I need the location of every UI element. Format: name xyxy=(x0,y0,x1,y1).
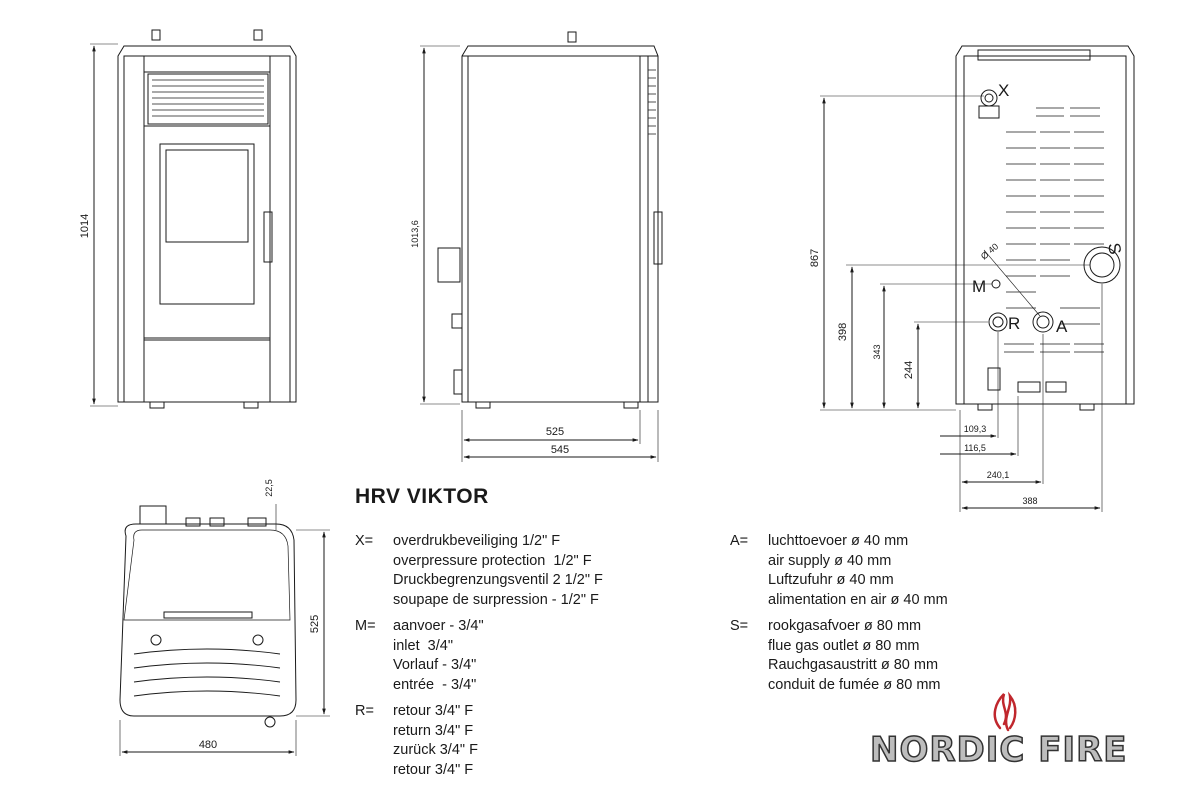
legend-line: Vorlauf - 3/4" xyxy=(393,657,477,673)
dim-back-116: 116,5 xyxy=(964,443,986,453)
label-x: X xyxy=(998,81,1009,100)
legend-line: overpressure protection 1/2" F xyxy=(393,552,592,569)
dim-top-225: 22,5 xyxy=(264,479,274,497)
legend-line: conduit de fumée ø 80 mm xyxy=(768,676,941,693)
dim-back-867: 867 xyxy=(809,249,821,267)
legend-left: X= overdrukbeveiliging 1/2" F overpressure… xyxy=(355,532,603,787)
dim-top-depth: 525 xyxy=(309,615,321,633)
legend-line: soupape de surpression - 1/2" F xyxy=(393,591,599,608)
legend-line: alimentation en air ø 40 mm xyxy=(768,591,948,608)
flame-icon xyxy=(993,691,1017,732)
dim-front-height: 1014 xyxy=(79,214,91,238)
legend-line: Luftzufuhr ø 40 mm xyxy=(768,572,894,588)
dim-back-388: 388 xyxy=(1022,496,1037,506)
label-r: R xyxy=(1008,314,1020,333)
dim-back-398: 398 xyxy=(837,323,849,341)
legend-right: A= luchttoevoer ø 40 mm air supply ø 40 mm… xyxy=(730,532,948,702)
legend-line: Druckbegrenzungsventil 2 1/2" F xyxy=(393,572,603,588)
legend-line: flue gas outlet ø 80 mm xyxy=(768,637,920,654)
label-m: M xyxy=(972,277,986,296)
legend-key: R= xyxy=(355,703,374,719)
legend-line: retour 3/4" F xyxy=(393,761,474,778)
brand-logo-text: NORDIC FIRE xyxy=(869,729,1128,771)
dim-side-depth-outer: 545 xyxy=(551,444,569,456)
dim-back-240: 240,1 xyxy=(987,470,1010,480)
legend-lines: retour 3/4" F return 3/4" F zurück 3/4" F r… xyxy=(393,702,478,780)
dim-back-343: 343 xyxy=(872,344,882,359)
legend-key: X= xyxy=(355,533,374,549)
legend-line: zurück 3/4" F xyxy=(393,742,478,758)
legend-line: entrée - 3/4" xyxy=(393,676,477,693)
product-title: HRV VIKTOR xyxy=(355,485,489,508)
legend-line: luchttoevoer ø 40 mm xyxy=(768,533,909,549)
legend-line: air supply ø 40 mm xyxy=(768,552,892,569)
legend-key: A= xyxy=(730,533,749,549)
legend-item: M= aanvoer - 3/4" inlet 3/4" Vorlauf - 3/4"… xyxy=(355,617,603,695)
legend-lines: luchttoevoer ø 40 mm air supply ø 40 mm Lu… xyxy=(768,532,948,610)
dim-back-244: 244 xyxy=(903,361,915,379)
legend-line: retour 3/4" F xyxy=(393,703,474,719)
legend-line: inlet 3/4" xyxy=(393,637,453,654)
label-diameter-40: Ø 40 xyxy=(979,241,1000,261)
legend-line: overdrukbeveiliging 1/2" F xyxy=(393,533,561,549)
legend-line: Rauchgasaustritt ø 80 mm xyxy=(768,657,939,673)
legend-item: S= rookgasafvoer ø 80 mm flue gas outlet ø… xyxy=(730,617,948,695)
dim-back-109: 109,3 xyxy=(964,424,987,434)
back-view xyxy=(820,45,1135,512)
dim-top-width: 480 xyxy=(199,739,217,751)
side-view xyxy=(420,31,663,462)
label-s: S xyxy=(1104,241,1125,255)
legend-lines: overdrukbeveiliging 1/2" F overpressure p… xyxy=(393,532,603,610)
legend-item: R= retour 3/4" F return 3/4" F zurück 3/4" … xyxy=(355,702,603,780)
legend-line: aanvoer - 3/4" xyxy=(393,618,484,634)
dim-side-height: 1013,6 xyxy=(410,220,420,248)
legend-item: A= luchttoevoer ø 40 mm air supply ø 40 mm… xyxy=(730,532,948,610)
label-a: A xyxy=(1056,317,1068,336)
legend-key: M= xyxy=(355,618,376,634)
legend-item: X= overdrukbeveiliging 1/2" F overpressure… xyxy=(355,532,603,610)
top-view xyxy=(119,504,330,756)
legend-line: rookgasafvoer ø 80 mm xyxy=(768,618,922,634)
front-view xyxy=(90,29,297,409)
legend-line: return 3/4" F xyxy=(393,722,474,739)
legend-key: S= xyxy=(730,618,749,634)
legend-lines: rookgasafvoer ø 80 mm flue gas outlet ø 8… xyxy=(768,617,940,695)
legend-lines: aanvoer - 3/4" inlet 3/4" Vorlauf - 3/4" en… xyxy=(393,617,484,695)
dim-side-depth-inner: 525 xyxy=(546,426,564,438)
